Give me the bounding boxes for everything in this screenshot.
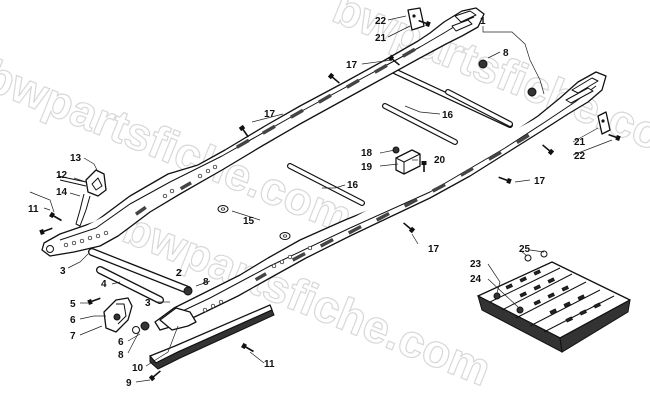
- callout-16-upper: 16: [442, 110, 454, 121]
- callout-9: 9: [126, 378, 132, 389]
- callout-1: 1: [480, 16, 486, 27]
- callout-19: 19: [361, 162, 373, 173]
- callout-17-left: 17: [264, 109, 276, 120]
- callout-6-right: 6: [118, 337, 124, 348]
- callout-10: 10: [132, 363, 144, 374]
- callout-17-bottom: 17: [428, 244, 440, 255]
- track-clip-inset: [477, 250, 631, 353]
- callout-4: 4: [101, 279, 107, 290]
- callout-18: 18: [361, 148, 373, 159]
- callout-13: 13: [70, 153, 82, 164]
- callout-8-front: 8: [203, 277, 209, 288]
- callout-24: 24: [470, 274, 482, 285]
- callout-5: 5: [70, 299, 76, 310]
- cross-shaft-16-lower: [287, 163, 365, 206]
- nuts-8: [140, 59, 537, 331]
- leader-lines: [29, 15, 613, 383]
- callout-8-lower: 8: [118, 350, 124, 361]
- slide-rail-left: [41, 7, 485, 257]
- callout-22-top: 22: [375, 16, 387, 27]
- callout-25: 25: [519, 244, 531, 255]
- callout-3-left: 3: [60, 266, 66, 277]
- watermark-text-2: bwpartsfiche.com: [116, 201, 498, 396]
- callout-21-right: 21: [574, 137, 586, 148]
- callout-23: 23: [470, 259, 482, 270]
- callout-21-top: 21: [375, 33, 387, 44]
- callout-17-top: 17: [346, 60, 358, 71]
- callout-8-rear: 8: [503, 48, 509, 59]
- cross-shaft-rear-mid: [445, 89, 513, 127]
- callout-22-right: 22: [574, 151, 586, 162]
- callout-7: 7: [70, 331, 76, 342]
- rear-brackets-21: [407, 7, 611, 135]
- cross-shaft-2: [88, 248, 192, 294]
- cross-shaft-4: [96, 266, 164, 304]
- callout-15: 15: [243, 216, 255, 227]
- callout-11-upper: 11: [28, 204, 39, 215]
- bracket-block-20: [395, 149, 421, 175]
- callout-6-left: 6: [70, 315, 76, 326]
- callout-16-lower: 16: [347, 180, 359, 191]
- callout-14: 14: [56, 187, 68, 198]
- callout-labels: 1 2 3 3 4 5 6 6 7 8 8 8 9 10 11 11 12 13…: [28, 16, 586, 389]
- hyfax-strip: [149, 304, 275, 370]
- callout-12: 12: [56, 170, 68, 181]
- callout-3-center: 3: [145, 298, 151, 309]
- callout-17-right: 17: [534, 176, 546, 187]
- callout-2: 2: [176, 268, 182, 279]
- callout-20: 20: [434, 155, 446, 166]
- slide-rail-right: [154, 71, 607, 331]
- cross-shaft-16-upper: [382, 103, 458, 145]
- front-tip-bracket: [159, 307, 197, 331]
- spring-clip-assembly: [57, 169, 107, 227]
- callout-11-lower: 11: [264, 359, 275, 370]
- washers-15: [217, 205, 291, 240]
- bolts: [39, 19, 621, 382]
